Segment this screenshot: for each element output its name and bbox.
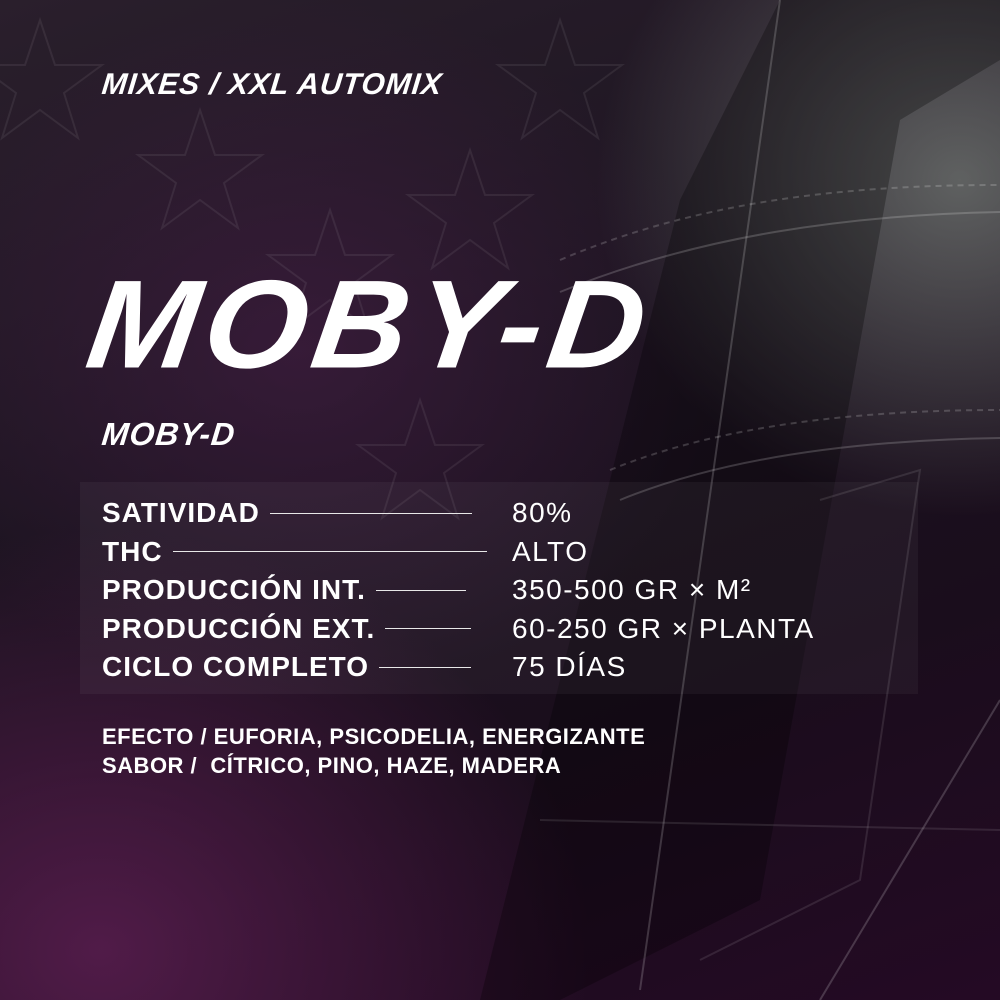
logo-outline [539,819,1000,831]
stitch-line [619,437,1000,501]
spec-label: PRODUCCIÓN EXT. [102,612,376,644]
stitch-line [639,0,781,991]
star-shape [494,16,626,141]
details-block: EFECTO / EUFORIA, PSICODELIA, ENERGIZANT… [102,722,645,780]
leader-line [379,666,472,668]
spec-label: SATIVIDAD [102,497,260,529]
stitch-line [819,699,1000,1000]
star-shape [404,146,536,271]
star-shape [264,206,396,331]
flavor-line: SABOR / CÍTRICO, PINO, HAZE, MADERA [102,753,562,778]
category-breadcrumb: MIXES / XXL AUTOMIX [100,68,444,101]
spec-label: THC [102,535,163,567]
spec-value: 75 DÍAS [512,651,627,682]
logo-shape [480,0,1000,1000]
product-title: MOBY-D [79,254,661,395]
spec-label: CICLO COMPLETO [102,651,370,683]
stitch-line [559,184,1000,261]
spec-row-indoor-yield: PRODUCCIÓN INT. 350-500 GR × M² [102,571,862,610]
spec-row-thc: THC ALTO [102,533,862,572]
product-subtitle: MOBY-D [100,416,238,452]
star-shape [134,106,266,231]
spec-value: 80% [512,497,573,528]
spec-row-sativity: SATIVIDAD 80% [102,494,862,533]
stitch-line [559,211,1000,293]
logo-outline [699,468,922,961]
leader-line [375,589,466,591]
spec-value: 60-250 GR × PLANTA [512,612,815,644]
leader-line [172,551,487,553]
spec-value: 350-500 GR × M² [512,574,752,605]
effect-line: EFECTO / EUFORIA, PSICODELIA, ENERGIZANT… [102,724,646,749]
spec-row-outdoor-yield: PRODUCCIÓN EXT. 60-250 GR × PLANTA [102,610,862,649]
star-shape [0,16,106,141]
spec-row-cycle: CICLO COMPLETO 75 DÍAS [102,648,862,687]
spec-label: PRODUCCIÓN INT. [102,574,366,606]
spec-value: ALTO [512,535,589,567]
stitch-line [609,409,1000,471]
star-shape [354,396,486,521]
specs-panel [80,482,918,694]
specs-list: SATIVIDAD 80% THC ALTO PRODUCCIÓN INT. 3… [102,494,862,687]
leader-line [385,628,472,630]
leader-line [269,512,472,514]
